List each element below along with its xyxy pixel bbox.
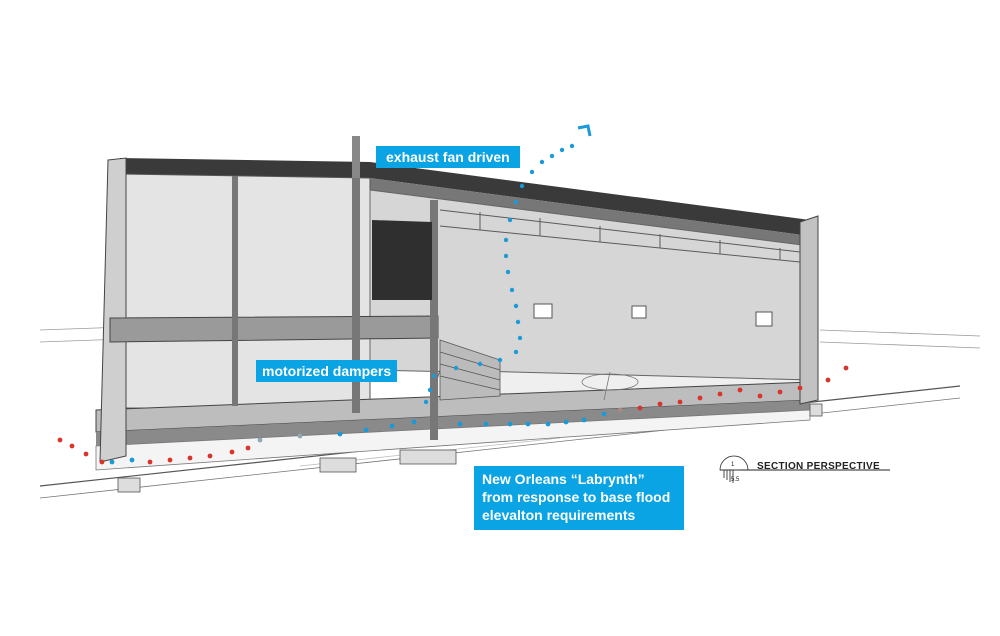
labyrinth-line-1: New Orleans “Labrynth” <box>482 471 645 487</box>
motorized-dampers-label: motorized dampers <box>256 360 398 382</box>
labyrinth-label: New Orleans “Labrynth” from response to … <box>474 466 684 530</box>
section-marker-number: 1 <box>731 462 735 468</box>
section-title: SECTION PERSPECTIVE <box>757 461 880 472</box>
labyrinth-line-3: elevalton requirements <box>482 507 636 523</box>
cool-air-path <box>109 143 607 465</box>
exhaust-fan-label: exhaust fan driven <box>376 146 520 168</box>
section-marker-sheet: 5.5 <box>731 477 740 483</box>
labyrinth-line-2: from response to base flood <box>482 489 671 505</box>
exhaust-arrow-icon <box>577 124 592 137</box>
warm-air-path <box>57 365 849 465</box>
building-shell <box>95 136 823 493</box>
section-marker-icon <box>719 455 890 483</box>
